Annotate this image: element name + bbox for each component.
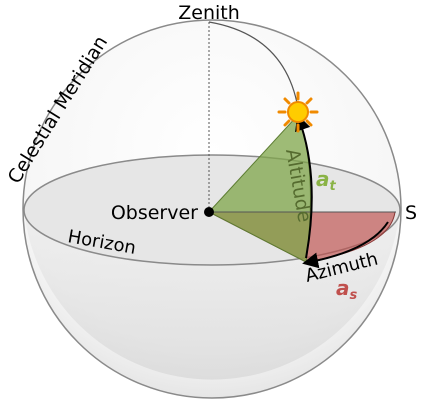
azimuth-arc — [302, 221, 389, 269]
lower-hemisphere — [24, 210, 400, 380]
altitude-arc — [295, 114, 313, 259]
south-label: S — [405, 202, 417, 224]
observer-dot — [204, 207, 214, 217]
altitude-symbol-letter: a — [316, 167, 330, 191]
observer-label: Observer — [111, 202, 198, 224]
altitude-symbol: at — [316, 167, 337, 194]
zenith-label: Zenith — [178, 2, 240, 24]
altitude-symbol-subscript: t — [330, 179, 337, 194]
azimuth-symbol: as — [336, 276, 358, 303]
azimuth-symbol-letter: a — [336, 276, 350, 300]
zenith-arc — [208, 21, 302, 113]
azimuth-symbol-subscript: s — [350, 288, 358, 303]
sun-icon — [277, 91, 319, 133]
